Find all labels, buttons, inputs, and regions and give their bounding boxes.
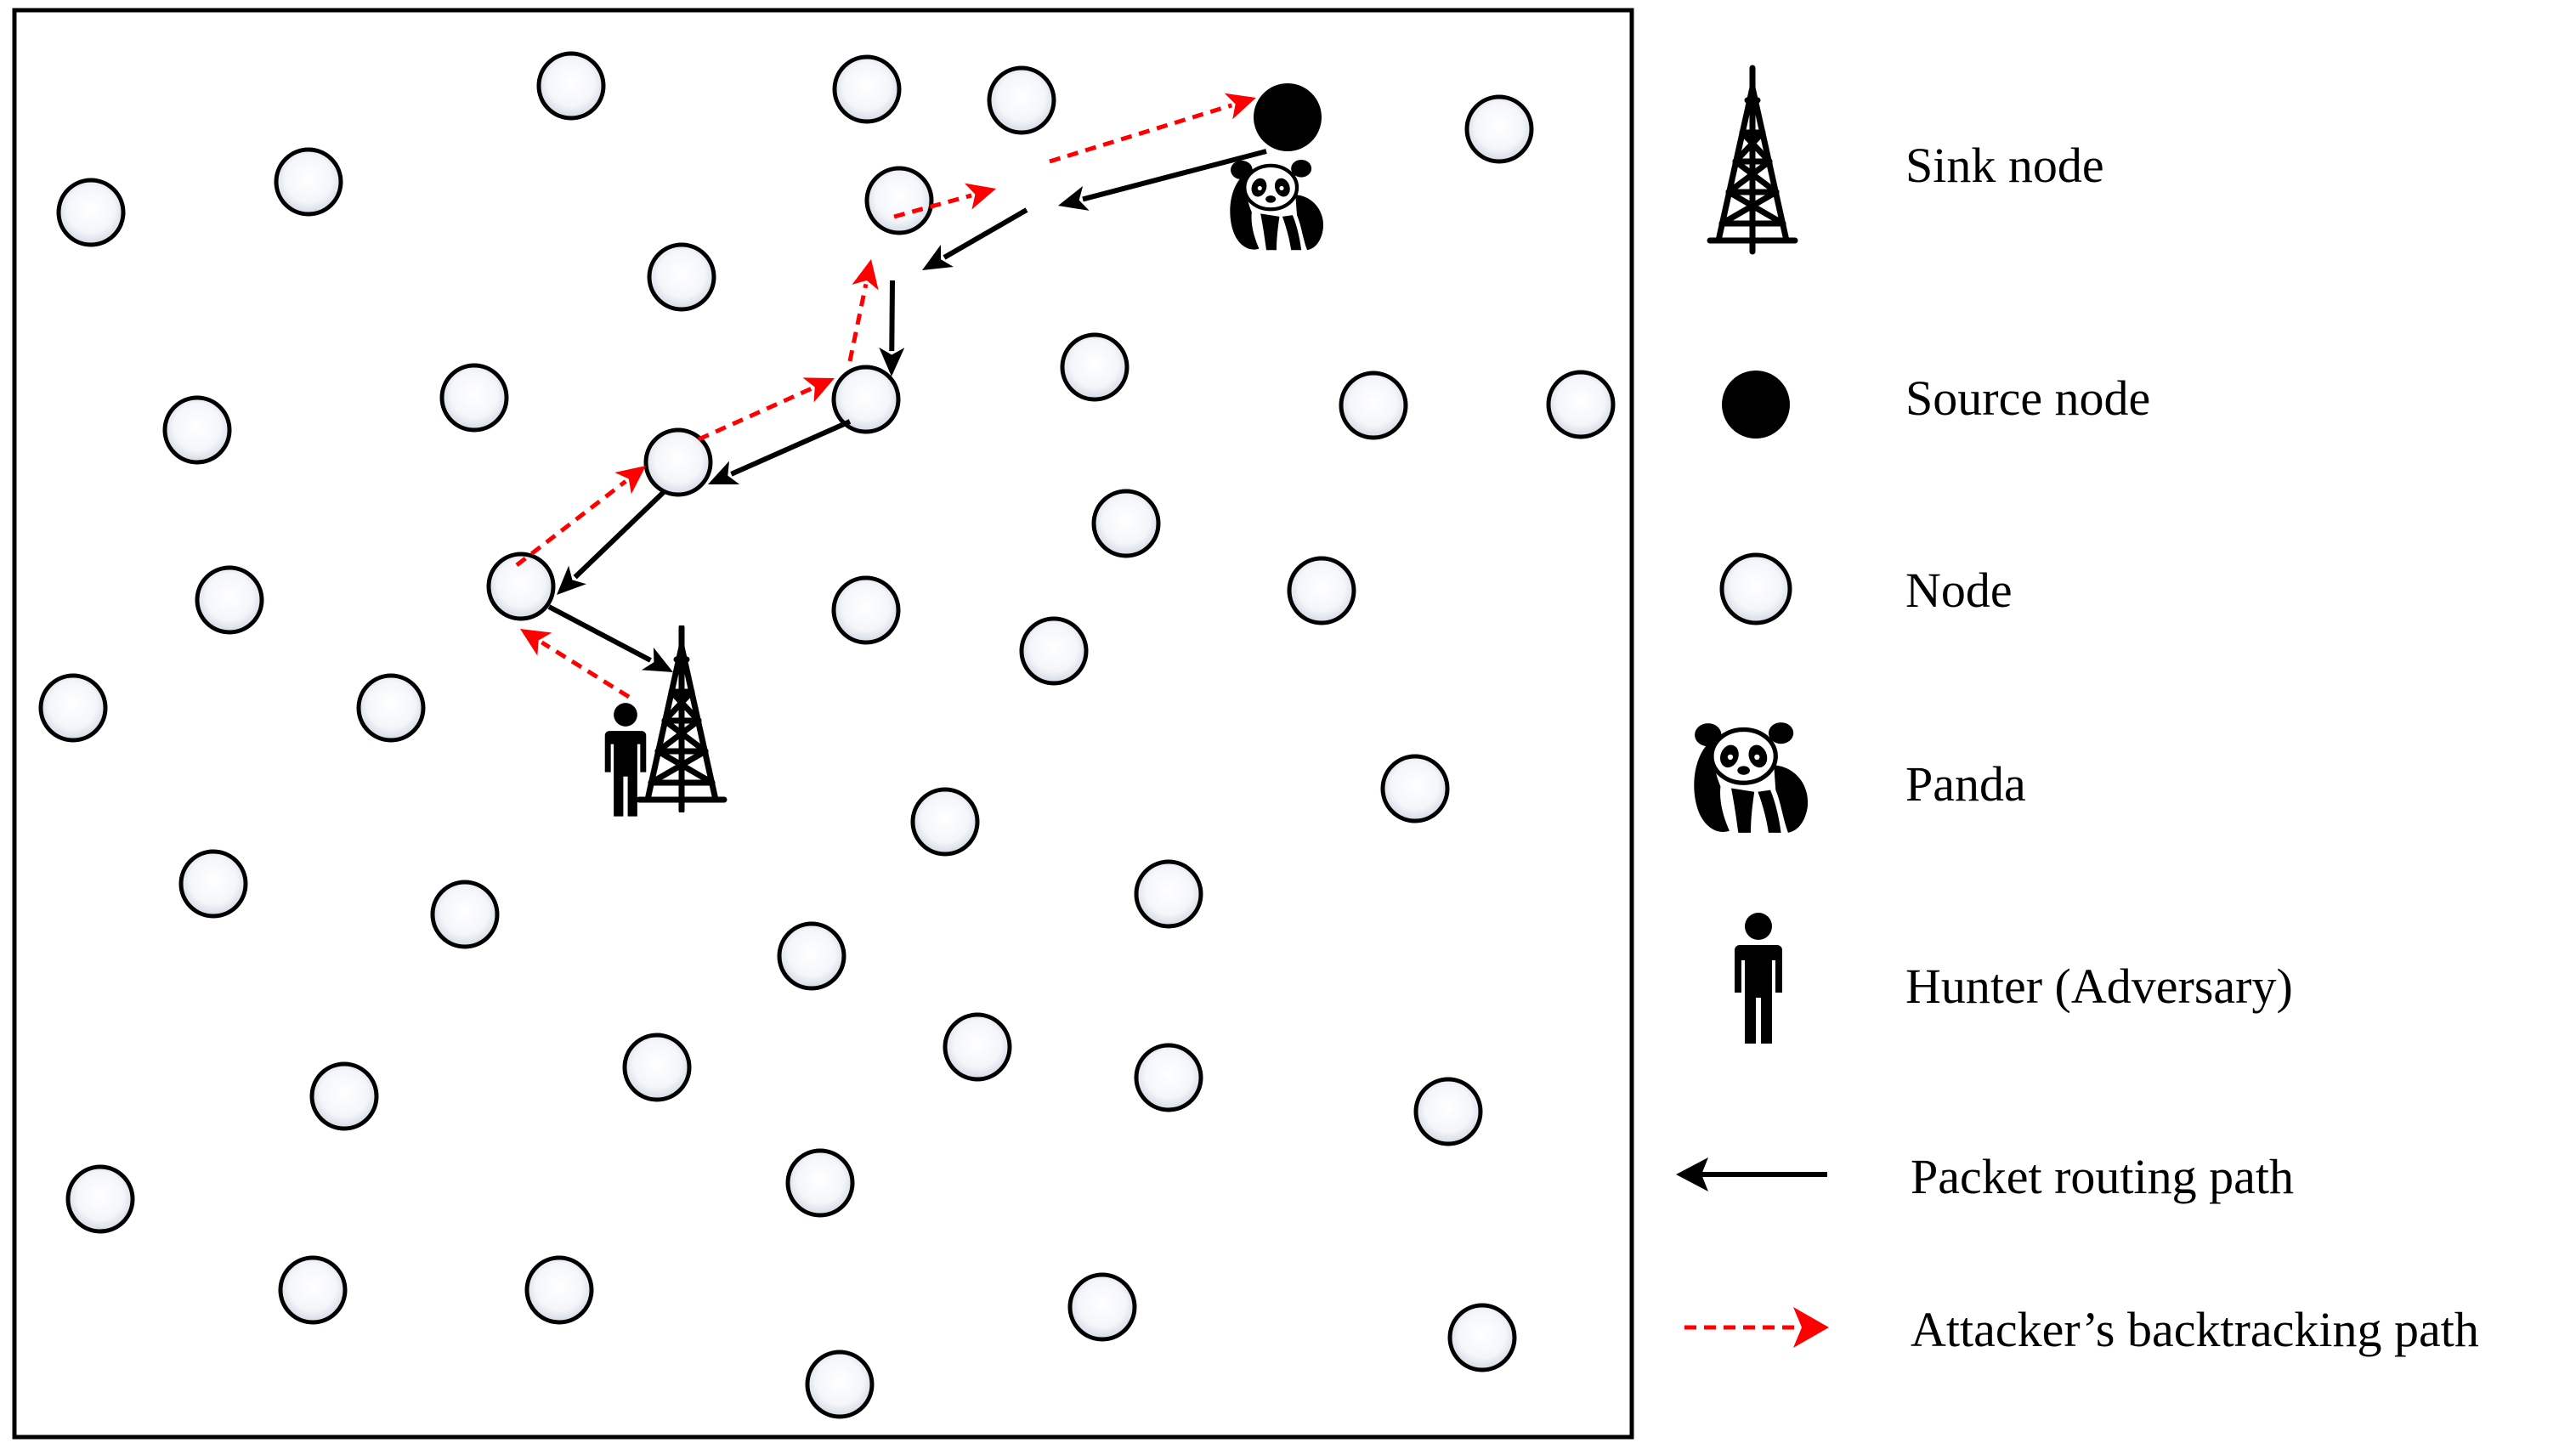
sensor-node	[278, 1255, 348, 1325]
panda-icon	[1230, 160, 1323, 250]
sensor-node	[647, 242, 716, 312]
legend-node-label: Node	[1905, 563, 2013, 618]
sensor-node	[56, 178, 126, 247]
sensor-node	[356, 673, 426, 743]
sensor-node	[831, 575, 901, 645]
routing-segment	[1082, 149, 1267, 202]
sensor-node	[1067, 1272, 1137, 1342]
routing-segment	[547, 604, 652, 663]
sensor-node	[1546, 370, 1616, 439]
backtrack-segment	[515, 479, 627, 567]
sensor-node	[1447, 1303, 1517, 1372]
routing-segment	[730, 419, 852, 477]
backtrack-arrowhead	[520, 629, 552, 656]
sensor-node	[777, 921, 846, 991]
sensor-node	[864, 166, 934, 235]
sensor-node	[195, 565, 264, 635]
legend-hunter-icon	[1735, 913, 1782, 1044]
sensor-node	[943, 1012, 1012, 1082]
sensor-node	[1060, 332, 1129, 402]
backtrack-arrowhead	[614, 466, 646, 495]
legend-routing-arrow	[1676, 1157, 1827, 1191]
routing-arrowhead	[641, 647, 673, 672]
sensor-node	[785, 1148, 855, 1218]
sensor-node	[274, 147, 343, 217]
sensor-node	[536, 51, 606, 121]
routing-arrowhead	[1058, 185, 1090, 211]
sensor-node	[38, 673, 108, 743]
routing-segment	[943, 207, 1028, 260]
sensor-node	[805, 1350, 875, 1419]
legend: Sink node Source node Node Panda Hunter …	[1676, 68, 2479, 1357]
backtrack-arrowhead	[802, 377, 835, 403]
sink-tower-icon	[639, 627, 724, 811]
legend-backtrack-arrow	[1684, 1307, 1829, 1348]
legend-node-icon	[1719, 552, 1792, 625]
routing-arrowhead	[708, 461, 740, 484]
sensor-nodes	[38, 51, 1616, 1419]
backtrack-arrowhead	[852, 259, 879, 291]
backtracking-path	[515, 93, 1256, 699]
sensor-node	[1091, 489, 1161, 558]
backtrack-segment	[893, 193, 972, 219]
packet-routing-path	[547, 149, 1267, 672]
sensor-node	[987, 65, 1056, 135]
legend-hunter-label: Hunter (Adversary)	[1905, 959, 2293, 1014]
backtrack-segment	[697, 387, 812, 442]
sensor-node	[309, 1061, 379, 1131]
sensor-node	[831, 365, 901, 434]
sensor-node	[832, 54, 902, 124]
sensor-node	[1464, 94, 1534, 164]
routing-segment	[573, 489, 667, 580]
routing-arrowhead	[879, 347, 905, 376]
sensor-node	[65, 1164, 135, 1234]
sensor-node	[910, 787, 980, 857]
sensor-node	[622, 1033, 692, 1102]
routing-arrowhead	[557, 565, 586, 595]
sensor-node	[162, 395, 232, 465]
sensor-node	[1134, 859, 1203, 929]
routing-arrowhead	[922, 245, 954, 270]
sensor-node	[1134, 1043, 1203, 1112]
backtrack-segment	[847, 283, 869, 362]
legend-source-icon	[1722, 371, 1790, 439]
sensor-node	[1287, 556, 1356, 625]
sensor-node	[1339, 371, 1408, 440]
sensor-node	[524, 1255, 594, 1325]
field-border	[12, 8, 1634, 1440]
backtrack-segment	[1049, 103, 1233, 164]
sensor-node	[1019, 616, 1089, 686]
backtrack-segment	[541, 640, 631, 699]
sensor-node	[1413, 1077, 1483, 1146]
sensor-node	[178, 849, 248, 919]
source-node	[1254, 83, 1322, 151]
legend-sink-icon	[1710, 68, 1795, 252]
legend-panda-icon	[1694, 722, 1808, 833]
backtrack-arrowhead	[964, 183, 996, 210]
sensor-node	[439, 363, 509, 433]
sensor-node	[1380, 754, 1450, 823]
sensor-node	[430, 880, 500, 949]
legend-panda-label: Panda	[1905, 756, 2026, 812]
sensor-node	[643, 427, 713, 497]
backtrack-arrowhead	[1224, 93, 1256, 120]
legend-source-label: Source node	[1905, 371, 2150, 426]
sensor-node	[486, 552, 556, 621]
legend-backtrack-label: Attacker’s backtracking path	[1911, 1302, 2479, 1357]
legend-routing-label: Packet routing path	[1911, 1149, 2294, 1204]
legend-sink-label: Sink node	[1905, 138, 2104, 193]
